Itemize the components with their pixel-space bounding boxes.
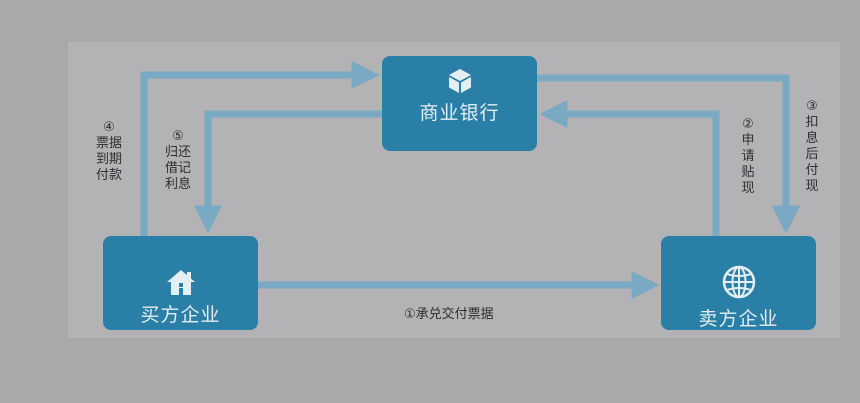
node-bank: 商业银行 — [382, 56, 537, 151]
edge-label-1: ①承兑交付票据 — [404, 307, 494, 322]
arrow-seller-to-bank — [539, 100, 720, 236]
node-seller: 卖方企业 — [661, 236, 816, 330]
globe-icon — [721, 264, 757, 304]
arrow-bank-to-seller — [537, 74, 800, 234]
node-seller-label: 卖方企业 — [698, 308, 779, 330]
node-buyer: 买方企业 — [103, 236, 258, 330]
edge-label-2: ② 申请贴现 — [741, 117, 755, 196]
edge-label-4: ④ 票据到期付款 — [95, 120, 122, 183]
edge-label-5: ⑤ 归还借记利息 — [164, 129, 191, 192]
node-buyer-label: 买方企业 — [140, 304, 221, 326]
node-bank-label: 商业银行 — [419, 102, 500, 124]
edge-label-3: ③ 扣息后付现 — [805, 99, 819, 194]
cube-icon — [445, 66, 475, 100]
arrow-bank-to-buyer — [194, 110, 382, 234]
house-icon — [165, 268, 197, 300]
arrow-buyer-to-bank — [140, 61, 380, 236]
